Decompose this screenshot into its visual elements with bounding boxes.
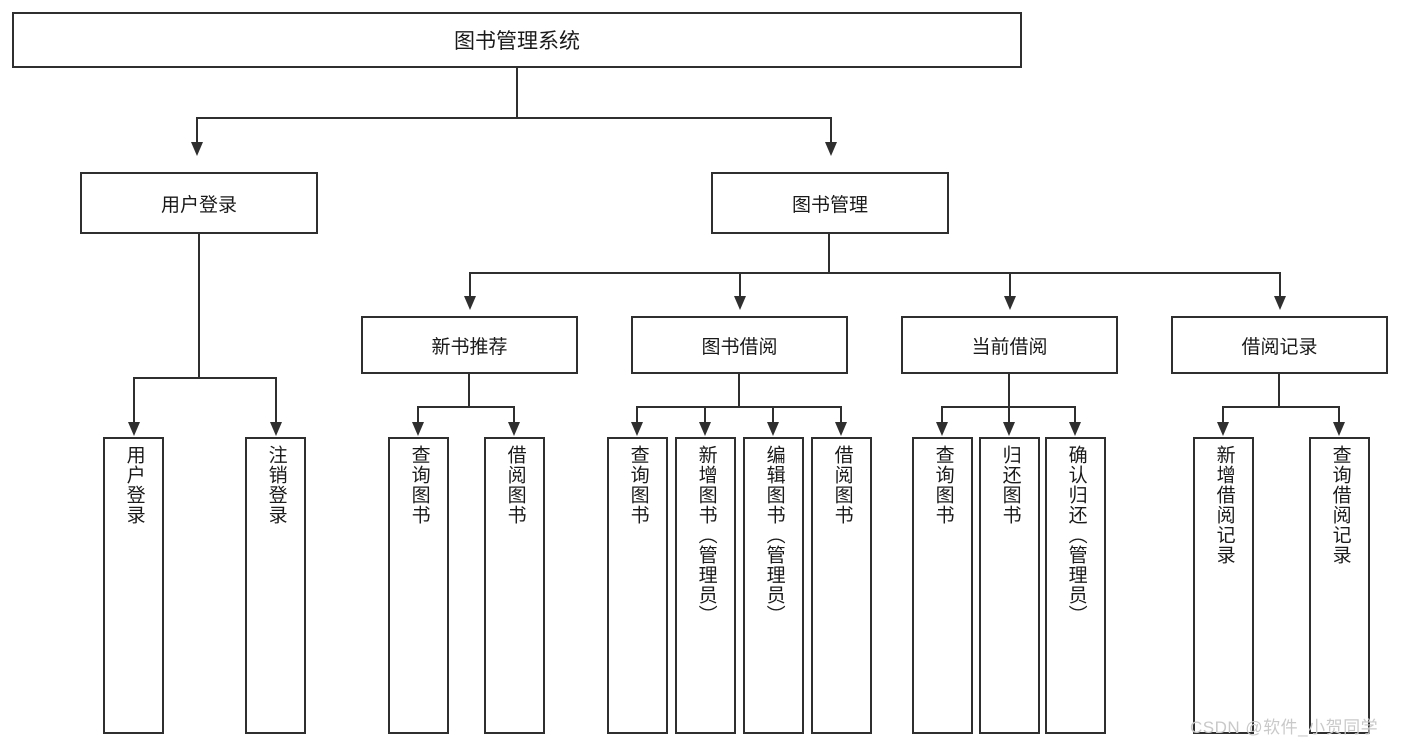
connector-user-login-drop-2	[275, 377, 277, 423]
node-user-login[interactable]: 用户登录	[80, 172, 318, 234]
arrowhead-to-new-book	[464, 296, 476, 310]
node-label: 图书管理系统	[454, 30, 580, 53]
connector-current-borrow-drop-3	[1074, 406, 1076, 423]
leaf-new-book-1[interactable]: 查询图书	[388, 437, 449, 734]
leaf-book-borrow-1[interactable]: 查询图书	[607, 437, 668, 734]
leaf-label: 借阅图书	[504, 445, 526, 525]
arrowhead-book-borrow-leaf-4	[835, 422, 847, 436]
arrowhead-user-login-leaf-1	[128, 422, 140, 436]
connector-borrow-record-stem	[1278, 374, 1280, 407]
leaf-current-borrow-3[interactable]: 确认归还（管理员）	[1045, 437, 1106, 734]
connector-new-book-drop-2	[513, 406, 515, 423]
connector-root-drop-right	[830, 117, 832, 143]
arrowhead-book-borrow-leaf-2	[699, 422, 711, 436]
arrowhead-user-login-leaf-2	[270, 422, 282, 436]
leaf-label: 确认归还（管理员）	[1065, 445, 1087, 625]
connector-book-borrow-drop-2	[704, 406, 706, 423]
leaf-current-borrow-2[interactable]: 归还图书	[979, 437, 1040, 734]
leaf-book-borrow-2[interactable]: 新增图书（管理员）	[675, 437, 736, 734]
connector-book-borrow-drop-1	[636, 406, 638, 423]
node-book-manage[interactable]: 图书管理	[711, 172, 949, 234]
leaf-borrow-record-2[interactable]: 查询借阅记录	[1309, 437, 1370, 734]
node-label: 新书推荐	[431, 336, 508, 358]
leaf-book-borrow-3[interactable]: 编辑图书（管理员）	[743, 437, 804, 734]
connector-book-manage-drop-2	[739, 272, 741, 297]
leaf-label: 归还图书	[999, 445, 1021, 525]
connector-book-manage-drop-1	[469, 272, 471, 297]
node-label: 图书管理	[791, 194, 868, 216]
arrowhead-to-borrow-record	[1274, 296, 1286, 310]
connector-book-manage-bus	[469, 272, 1281, 274]
leaf-label: 查询图书	[627, 445, 649, 525]
connector-book-borrow-drop-4	[840, 406, 842, 423]
arrowhead-borrow-record-leaf-2	[1333, 422, 1345, 436]
node-book-borrow[interactable]: 图书借阅	[631, 316, 848, 374]
arrowhead-to-current-borrow	[1004, 296, 1016, 310]
leaf-label: 新增图书（管理员）	[695, 445, 717, 625]
leaf-label: 查询图书	[408, 445, 430, 525]
leaf-label: 查询借阅记录	[1329, 445, 1351, 565]
connector-book-borrow-bus	[636, 406, 842, 408]
arrowhead-new-book-leaf-1	[412, 422, 424, 436]
arrowhead-current-borrow-leaf-3	[1069, 422, 1081, 436]
arrowhead-new-book-leaf-2	[508, 422, 520, 436]
node-new-book-recommend[interactable]: 新书推荐	[361, 316, 578, 374]
arrowhead-to-user-login	[191, 142, 203, 156]
leaf-label: 新增借阅记录	[1213, 445, 1235, 565]
arrowhead-to-book-manage	[825, 142, 837, 156]
connector-borrow-record-bus	[1222, 406, 1340, 408]
connector-book-borrow-drop-3	[772, 406, 774, 423]
leaf-current-borrow-1[interactable]: 查询图书	[912, 437, 973, 734]
connector-current-borrow-drop-2	[1008, 406, 1010, 423]
connector-new-book-stem	[468, 374, 470, 407]
leaf-label: 借阅图书	[831, 445, 853, 525]
connector-borrow-record-drop-1	[1222, 406, 1224, 423]
connector-user-login-drop-1	[133, 377, 135, 423]
connector-new-book-bus	[417, 406, 515, 408]
node-label: 借阅记录	[1241, 336, 1318, 358]
node-root-system[interactable]: 图书管理系统	[12, 12, 1022, 68]
connector-current-borrow-drop-1	[941, 406, 943, 423]
connector-book-manage-stem	[828, 234, 830, 273]
connector-book-manage-drop-4	[1279, 272, 1281, 297]
node-borrow-record[interactable]: 借阅记录	[1171, 316, 1388, 374]
arrowhead-to-book-borrow	[734, 296, 746, 310]
connector-borrow-record-drop-2	[1338, 406, 1340, 423]
leaf-label: 编辑图书（管理员）	[763, 445, 785, 625]
leaf-label: 查询图书	[932, 445, 954, 525]
connector-new-book-drop-1	[417, 406, 419, 423]
leaf-label: 用户登录	[123, 445, 145, 525]
leaf-new-book-2[interactable]: 借阅图书	[484, 437, 545, 734]
arrowhead-borrow-record-leaf-1	[1217, 422, 1229, 436]
connector-user-login-stem	[198, 234, 200, 378]
node-label: 图书借阅	[701, 336, 778, 358]
arrowhead-current-borrow-leaf-2	[1003, 422, 1015, 436]
arrowhead-current-borrow-leaf-1	[936, 422, 948, 436]
connector-root-stem	[516, 68, 518, 118]
leaf-user-login-2[interactable]: 注销登录	[245, 437, 306, 734]
connector-root-bus	[196, 117, 832, 119]
connector-book-borrow-stem	[738, 374, 740, 407]
node-label: 用户登录	[160, 194, 237, 216]
leaf-label: 注销登录	[265, 445, 287, 525]
connector-book-manage-drop-3	[1009, 272, 1011, 297]
leaf-borrow-record-1[interactable]: 新增借阅记录	[1193, 437, 1254, 734]
node-label: 当前借阅	[971, 336, 1048, 358]
arrowhead-book-borrow-leaf-1	[631, 422, 643, 436]
leaf-book-borrow-4[interactable]: 借阅图书	[811, 437, 872, 734]
arrowhead-book-borrow-leaf-3	[767, 422, 779, 436]
connector-current-borrow-stem	[1008, 374, 1010, 407]
leaf-user-login-1[interactable]: 用户登录	[103, 437, 164, 734]
connector-user-login-bus	[133, 377, 277, 379]
node-current-borrow[interactable]: 当前借阅	[901, 316, 1118, 374]
connector-root-drop-left	[196, 117, 198, 143]
